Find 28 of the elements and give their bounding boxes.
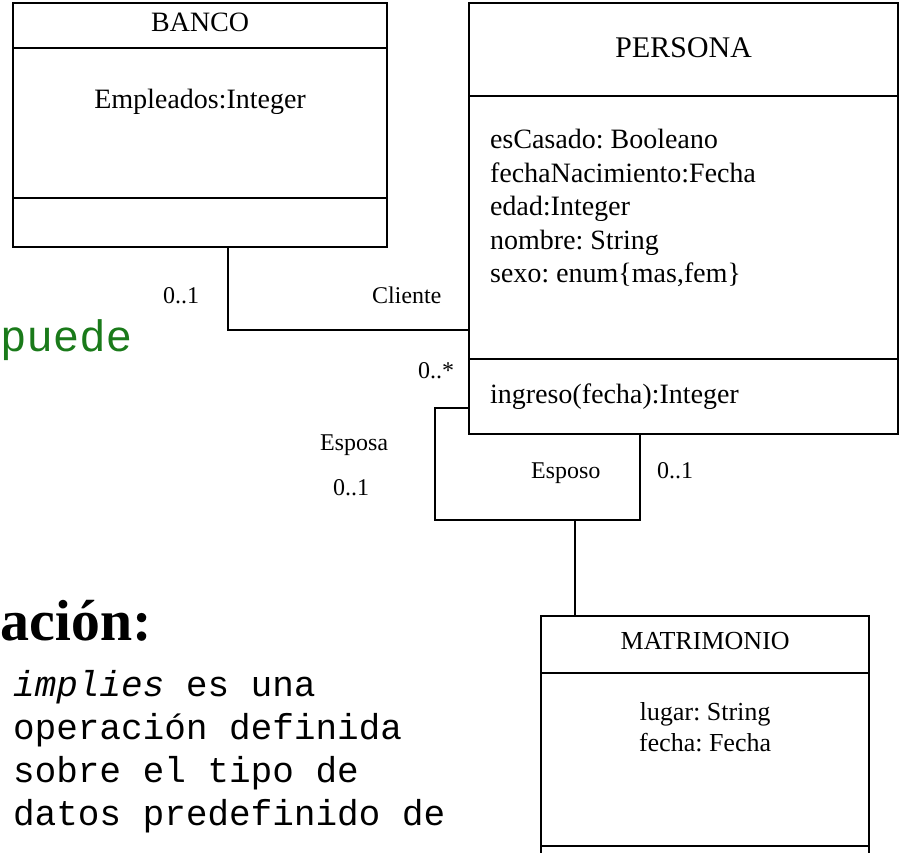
text-fragment: puede <box>0 315 132 365</box>
class-member: fechaNacimiento:Fecha <box>490 158 756 189</box>
multiplicity: 0..1 <box>163 283 199 310</box>
class-member: nombre: String <box>490 224 659 256</box>
role-name: Cliente <box>372 283 442 310</box>
association-line <box>574 520 576 615</box>
class-member: edad:Integer <box>490 191 630 222</box>
multiplicity: 0..1 <box>657 458 693 485</box>
multiplicity: 0..* <box>418 358 454 385</box>
class-name: PERSONA <box>615 31 752 64</box>
role-name: Esposo <box>531 458 600 485</box>
class-member: fecha: Fecha <box>638 728 772 758</box>
heading-fragment: ación: <box>0 592 152 650</box>
class-member: lugar: String <box>640 697 770 726</box>
association-line <box>434 407 641 521</box>
class-member: ingreso(fecha):Integer <box>490 379 739 410</box>
class-name: BANCO <box>150 7 249 38</box>
class-member: Empleados:Integer <box>94 84 306 115</box>
class-box <box>468 2 899 435</box>
class-box <box>12 2 388 248</box>
role-name: Esposa <box>320 430 388 457</box>
class-box <box>540 615 870 853</box>
class-member: sexo: enum{mas,fem} <box>490 258 741 290</box>
multiplicity: 0..1 <box>333 475 369 502</box>
association-line <box>227 248 468 331</box>
class-name: MATRIMONIO <box>620 626 790 655</box>
class-member: esCasado: Booleano <box>490 124 718 155</box>
note-text: implies es una operación definida sobre el tipo de datos predefinido de <box>13 665 446 837</box>
